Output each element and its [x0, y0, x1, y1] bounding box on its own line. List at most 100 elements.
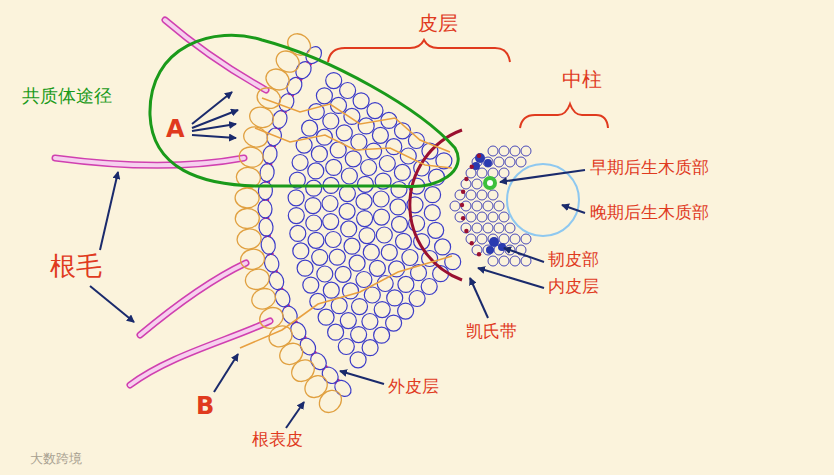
cortex-cell [340, 83, 356, 99]
part-label: 根表皮 [252, 430, 303, 450]
stele-cell [477, 212, 487, 222]
cortex-cell [356, 272, 372, 288]
cortex-cell [306, 215, 322, 231]
epidermis-cell [236, 228, 262, 251]
cortex-cell [398, 276, 414, 292]
cortex-cell [358, 118, 374, 134]
leader-arrows [90, 92, 585, 428]
cortex-cell [353, 93, 369, 109]
epidermis-cell [243, 266, 272, 292]
stele-cell [483, 223, 493, 233]
pathway-label: 共质体途径 [22, 86, 112, 107]
stele-cell [499, 168, 509, 178]
cortex-cell [376, 227, 392, 243]
cortex-cell [336, 125, 352, 141]
epidermis-cell [239, 247, 267, 271]
cortex-cell [357, 211, 373, 227]
cortex-cell [367, 103, 383, 119]
stele-cell [466, 190, 476, 200]
cortex-cell [364, 287, 380, 303]
stele-cell [516, 157, 526, 167]
watermark: 大数跨境 [30, 452, 82, 467]
cortex-cell [326, 159, 342, 175]
cortex-cell [421, 279, 437, 295]
cortex-cell [356, 193, 372, 209]
cortex-cell [328, 324, 344, 340]
cortex-cell [303, 277, 319, 293]
stele-cell [505, 157, 515, 167]
cortex-cell [349, 255, 365, 271]
cortex-cell [302, 120, 318, 136]
cortex-cell [329, 249, 345, 265]
stele-cell [488, 146, 498, 156]
stele-cell [450, 201, 460, 211]
cortex-cell [305, 198, 321, 214]
cortex-cell [317, 266, 333, 282]
stele-cell [494, 223, 504, 233]
exodermis-cell [267, 270, 286, 291]
part-label: 晚期后生木质部 [590, 203, 709, 223]
root-hairs [55, 20, 270, 385]
callout-letter: A [166, 116, 185, 144]
cortex-cell [288, 208, 304, 224]
callout-letter: B [196, 393, 214, 421]
stele-cell [488, 190, 498, 200]
stele-cell [499, 212, 509, 222]
cortex-cell [409, 291, 425, 307]
stele-cell [521, 234, 531, 244]
cortex-cell [374, 209, 390, 225]
cortex-cell [341, 168, 357, 184]
cortex-cell [351, 327, 367, 343]
cortex-cell [338, 339, 354, 355]
cortex-cell [357, 176, 373, 192]
stele-cell [499, 234, 509, 244]
late-metaxylem [507, 164, 579, 236]
cortex-cell [428, 222, 444, 238]
casparian-strip [460, 154, 481, 257]
stele-cell [521, 146, 531, 156]
stele-cell [472, 201, 482, 211]
cortex-cell [396, 233, 412, 249]
cortex-cell [341, 221, 357, 237]
epidermis-cell [287, 355, 318, 385]
part-label: 韧皮部 [548, 250, 599, 270]
cortex-cell [372, 127, 388, 143]
cortex-cell [310, 293, 326, 309]
cortex-cell [326, 73, 342, 89]
exodermis-cell [259, 163, 275, 183]
stele-cell [472, 223, 482, 233]
stele-cell [505, 223, 515, 233]
cortex-cell [351, 134, 367, 150]
cortex-cell [322, 196, 338, 212]
cortex-cell [362, 314, 378, 330]
cortex-cell [390, 199, 406, 215]
epidermis-cell [300, 371, 331, 402]
cortex-cell [374, 327, 390, 343]
epidermis-cell [235, 188, 260, 209]
cortex-cell [290, 225, 306, 241]
stele-cell [494, 201, 504, 211]
cortex-cell [308, 232, 324, 248]
cortex-cell [323, 113, 339, 129]
phloem [472, 153, 506, 254]
part-label: 早期后生木质部 [590, 158, 709, 178]
stele-cell [483, 245, 493, 255]
cortex-cell [424, 205, 440, 221]
cortex-cell [297, 260, 313, 276]
cortex-cell [323, 282, 339, 298]
exodermis-cell [261, 144, 278, 164]
cortex-cell [359, 228, 375, 244]
stele-cell [466, 212, 476, 222]
cell-layers [235, 29, 531, 417]
cortex-cell [352, 299, 368, 315]
cortex-cell [335, 266, 351, 282]
casparian-mark [464, 229, 468, 233]
early-metaxylem-lumen [487, 180, 493, 186]
stele-cell [455, 190, 465, 200]
cortex-cell [350, 352, 366, 368]
region-label: 皮层 [418, 12, 458, 35]
cortex-cell [362, 340, 378, 356]
